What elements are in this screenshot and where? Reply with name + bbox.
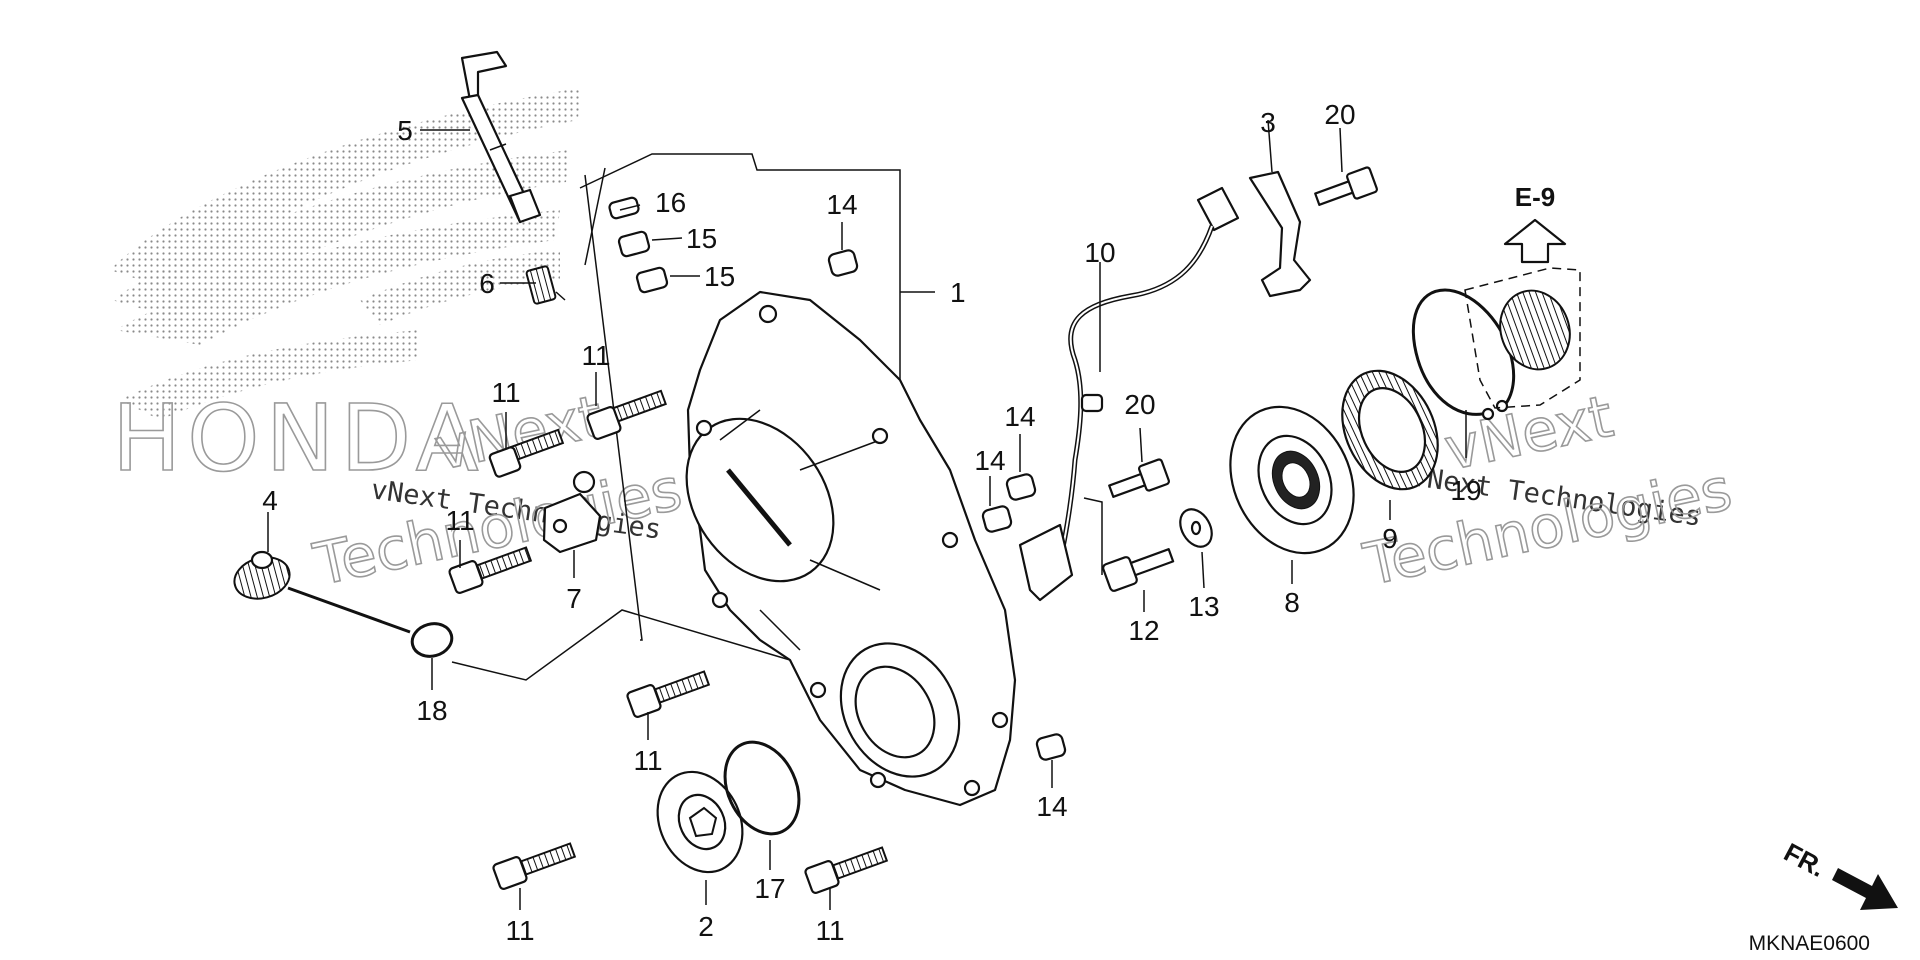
part-6-filter <box>525 265 557 305</box>
front-label: FR. <box>1779 837 1830 883</box>
callout-11-d: 11 <box>633 745 662 776</box>
callout-11-a: 11 <box>491 377 520 408</box>
part-11-bolt-a <box>586 389 667 440</box>
part-19-snap-ring <box>1411 288 1516 421</box>
callout-11-c: 11 <box>445 505 474 536</box>
callout-17: 17 <box>754 873 785 904</box>
callout-18: 18 <box>416 695 447 726</box>
callout-12: 12 <box>1128 615 1159 646</box>
callout-20-a: 20 <box>1324 99 1355 130</box>
callout-1: 1 <box>950 277 966 308</box>
part-11-bolt-d <box>626 670 711 718</box>
leader-lines <box>267 119 1467 910</box>
part-13-washer <box>1179 508 1213 548</box>
callout-16: 16 <box>655 187 686 218</box>
callout-11-f: 11 <box>815 915 844 946</box>
part-11-bolt-b <box>488 428 565 478</box>
callout-6: 6 <box>479 268 495 299</box>
callout-19: 19 <box>1450 475 1481 506</box>
part-16-seal <box>608 196 640 220</box>
callout-14-a: 14 <box>826 189 857 220</box>
part-9-one-way-clutch <box>1341 369 1439 491</box>
part-14-dowel-b <box>1005 473 1037 501</box>
e9-reference-group: E-9 <box>1464 182 1581 409</box>
callout-5: 5 <box>397 115 413 146</box>
part-15-dowel-a <box>617 230 651 258</box>
callout-11-e: 11 <box>505 915 534 946</box>
callout-4: 4 <box>262 485 278 516</box>
reference-label-e9: E-9 <box>1515 182 1555 212</box>
part-10-sensor-harness <box>1018 186 1240 602</box>
callout-2: 2 <box>698 911 714 942</box>
part-11-bolt-e <box>492 842 577 890</box>
part-5-oil-pipe <box>460 50 542 224</box>
part-14-dowel-c <box>981 505 1013 533</box>
callout-14-c: 14 <box>974 445 1005 476</box>
part-14-dowel-d <box>1035 733 1067 761</box>
part-7-clamp <box>542 470 602 554</box>
watermark-brand-outline: HONDA <box>112 385 485 492</box>
callout-labels: 1 2 3 4 5 6 7 8 9 10 11 11 11 11 11 11 1… <box>262 99 1481 946</box>
part-20-bolt-a <box>1314 166 1378 206</box>
callout-8: 8 <box>1284 587 1300 618</box>
part-15-dowel-b <box>635 266 669 294</box>
callout-9: 9 <box>1382 523 1398 554</box>
callout-7: 7 <box>566 583 582 614</box>
part-4-dipstick <box>233 550 411 634</box>
part-11-bolt-c <box>448 546 533 594</box>
callout-10: 10 <box>1084 237 1115 268</box>
part-12-bolt <box>1102 548 1175 592</box>
part-11-bolt-f <box>804 846 889 894</box>
callout-15-a: 15 <box>686 223 717 254</box>
callout-20-b: 20 <box>1124 389 1155 420</box>
callout-13: 13 <box>1188 591 1219 622</box>
callout-11-b: 11 <box>581 340 610 371</box>
front-arrow-icon <box>1832 868 1898 910</box>
callout-3: 3 <box>1260 107 1276 138</box>
diagram-code: MKNAE0600 <box>1749 932 1870 955</box>
part-20-bolt-b <box>1108 458 1170 498</box>
part-2-cap <box>656 770 744 874</box>
part-1-clutch-cover <box>685 290 1017 807</box>
callout-14-d: 14 <box>1036 791 1067 822</box>
part-18-o-ring <box>410 622 454 658</box>
part-14-dowel-a <box>827 249 859 277</box>
watermark-wing-logo <box>110 88 580 420</box>
callout-14-b: 14 <box>1004 401 1035 432</box>
part-3-clamp <box>1248 170 1312 298</box>
front-direction-indicator: FR. <box>1779 837 1898 910</box>
callout-15-b: 15 <box>704 261 735 292</box>
part-17-o-ring <box>723 740 801 836</box>
part-8-starter-clutch <box>1229 405 1355 555</box>
